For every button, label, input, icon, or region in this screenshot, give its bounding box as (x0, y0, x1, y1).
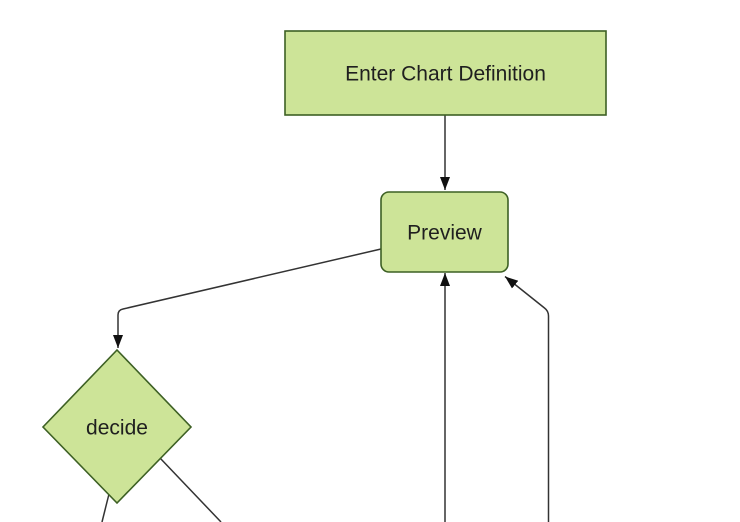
node-enter-chart-definition (284, 30, 607, 116)
edge-bottom-right-to-preview (504, 275, 550, 522)
node-preview (380, 191, 509, 273)
edge-decide-to-offscreen-right (159, 457, 222, 522)
node-layer: Enter Chart Definition Preview decide (41, 30, 607, 505)
edge-layer (101, 115, 550, 522)
edge-preview-to-decide (113, 248, 382, 348)
node-label-preview: Preview (407, 222, 483, 245)
edge-decide-to-offscreen-left (101, 493, 110, 522)
node-label-enter-chart-definition: Enter Chart Definition (345, 63, 546, 86)
node-decide (41, 348, 193, 505)
node-label-decide: decide (86, 417, 148, 440)
